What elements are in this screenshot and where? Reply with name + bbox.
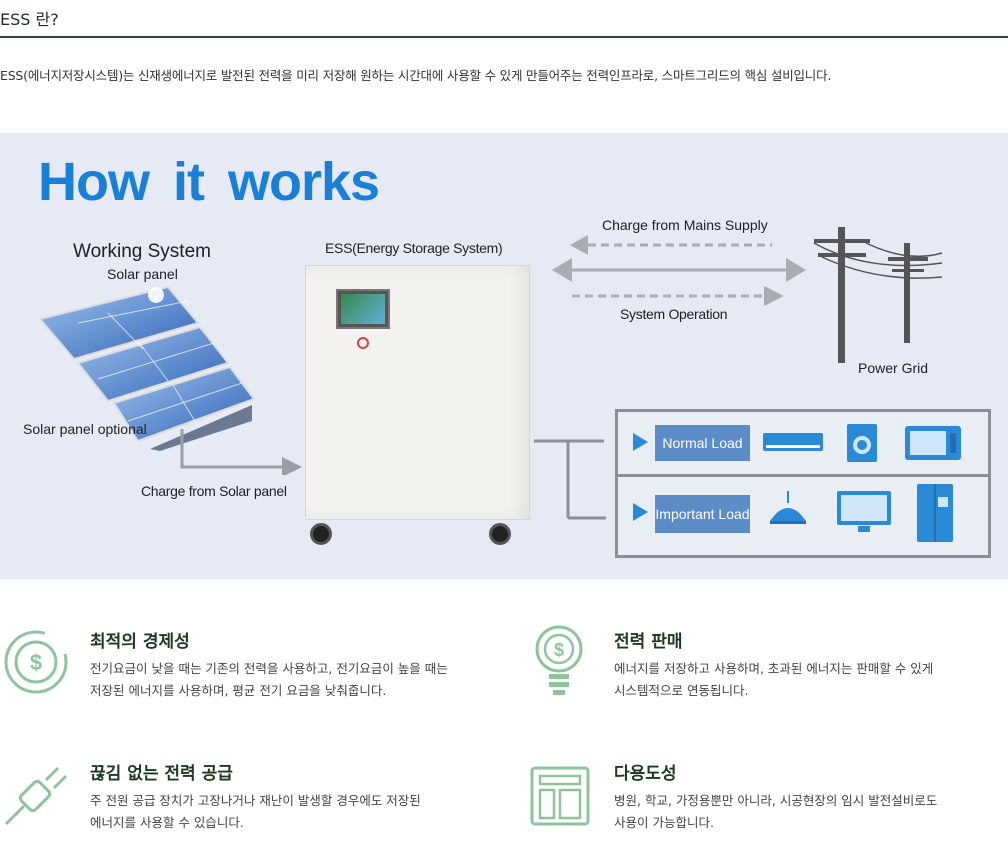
- normal-load-arrow-icon: [633, 433, 648, 451]
- load-divider: [615, 474, 988, 477]
- solar-panel-optional-label: Solar panel optional: [23, 421, 147, 437]
- charge-from-mains-label: Charge from Mains Supply: [602, 217, 768, 233]
- feature-economy-line-2: 저장된 에너지를 사용하며, 평균 전기 요금을 낮춰줍니다.: [90, 683, 387, 698]
- svg-text:$: $: [554, 640, 564, 660]
- system-operation-label: System Operation: [620, 306, 728, 322]
- feature-sales-line-2: 시스템적으로 연동됩니다.: [614, 683, 749, 698]
- section-title: ESS 란?: [0, 10, 59, 29]
- feature-sales-line-1: 에너지를 저장하고 사용하며, 초과된 에너지는 판매할 수 있게: [614, 661, 934, 676]
- monitor-icon: [837, 491, 891, 532]
- feature-versatility-line-1: 병원, 학교, 가정용뿐만 아니라, 시공현장의 임시 발전설비로도: [614, 793, 938, 808]
- microwave-icon: [905, 426, 961, 460]
- section-description: ESS(에너지저장시스템)는 신재생에너지로 발전된 전력을 미리 저장해 원하…: [0, 68, 832, 83]
- solar-panel-icon: [38, 285, 256, 451]
- feature-uninterrupted-line-1: 주 전원 공급 장치가 고장나거나 재난이 발생할 경우에도 저장된: [90, 793, 421, 808]
- ceiling-lamp-icon: [770, 491, 806, 524]
- ess-display-screen: [336, 289, 390, 329]
- feature-versatility-title: 다용도성: [614, 764, 677, 784]
- ess-wheel-left: [310, 523, 332, 545]
- washing-machine-icon: [847, 424, 877, 462]
- working-system-label: Working System: [73, 241, 211, 262]
- svg-text:$: $: [30, 650, 42, 675]
- feature-versatility-line-2: 사용이 가능합니다.: [614, 815, 714, 830]
- feature-economy-line-1: 전기요금이 낮을 때는 기존의 전력을 사용하고, 전기요금이 높을 때는: [90, 661, 448, 676]
- normal-load-label: Normal Load: [655, 425, 750, 461]
- section-divider: [0, 36, 1008, 38]
- dollar-coin-icon: $: [4, 630, 68, 694]
- plug-icon: [4, 766, 68, 826]
- air-conditioner-icon: [763, 433, 823, 451]
- how-it-works-diagram: How it works Working System Solar panel …: [0, 133, 1008, 579]
- refrigerator-icon: [917, 484, 953, 542]
- feature-uninterrupted-title: 끊김 없는 전력 공급: [90, 764, 233, 784]
- power-grid-icon: [813, 227, 943, 363]
- feature-economy-title: 최적의 경제성: [90, 632, 190, 652]
- solar-charge-arrow: [180, 429, 302, 475]
- ess-wheel-right: [489, 523, 511, 545]
- ess-power-button: [357, 337, 369, 349]
- feature-sales-title: 전력 판매: [614, 632, 683, 652]
- solar-panel-label: Solar panel: [107, 266, 178, 282]
- lightbulb-dollar-icon: $: [535, 625, 583, 695]
- ess-label: ESS(Energy Storage System): [325, 240, 503, 256]
- power-grid-label: Power Grid: [858, 360, 929, 376]
- important-load-arrow-icon: [633, 503, 648, 521]
- diagram-heading: How it works: [38, 152, 380, 212]
- load-connector: [534, 439, 606, 520]
- feature-uninterrupted-line-2: 에너지를 사용할 수 있습니다.: [90, 815, 244, 830]
- mains-arrows: [552, 235, 806, 306]
- important-load-label: Important Load: [655, 495, 750, 533]
- charge-from-solar-label: Charge from Solar panel: [141, 483, 287, 499]
- layout-grid-icon: [530, 766, 590, 826]
